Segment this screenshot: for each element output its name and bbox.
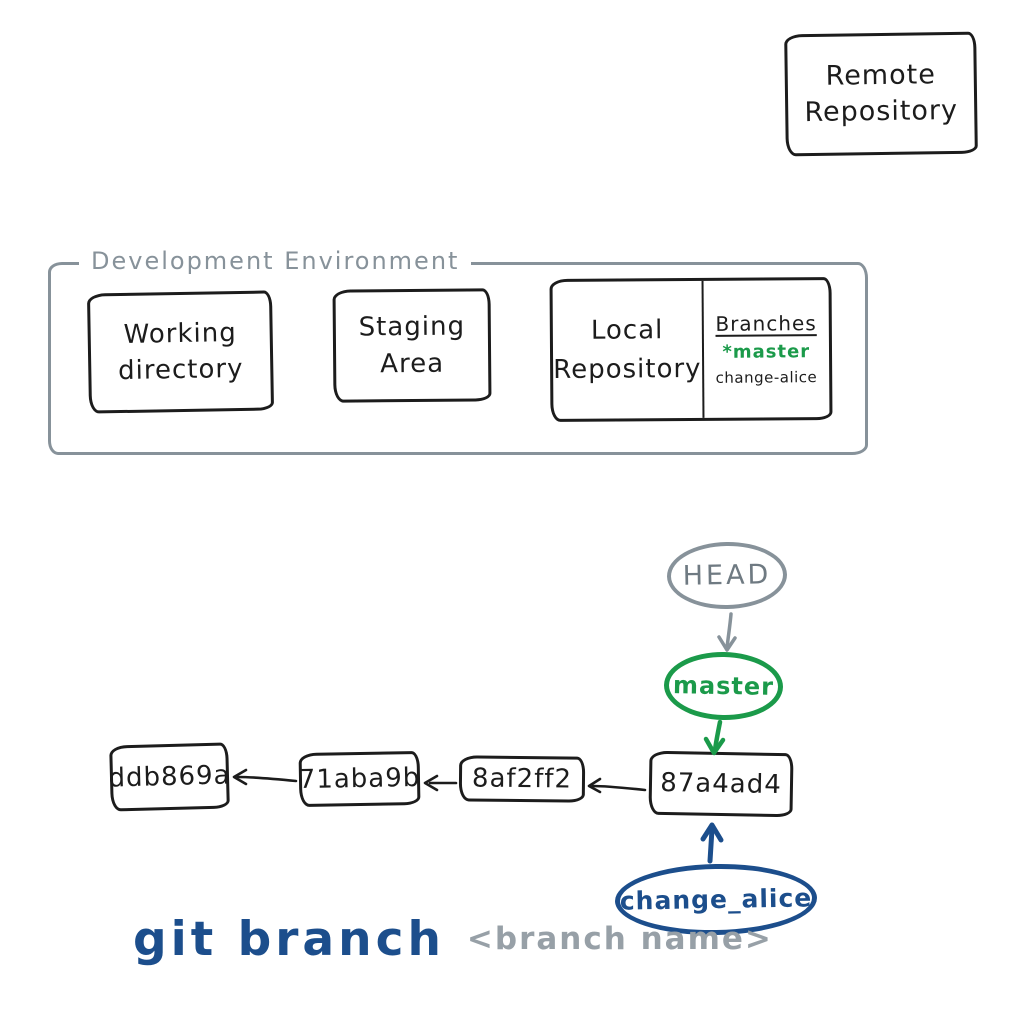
development-environment-label: Development Environment [79,247,472,275]
local-repository-label: Local Repository [553,314,702,385]
working-directory-label: Working directory [117,317,244,387]
head-ref-oval: HEAD [666,540,788,611]
master-branch-label: master [672,671,775,701]
branch-item-change-alice: change-alice [715,368,818,387]
arrow-87a4ad4-to-8af2ff2 [587,777,647,794]
branches-list: Branches *master change-alice [703,280,829,418]
commit-hash: 87a4ad4 [659,767,783,801]
local-repository-box: Local Repository Branches *master change… [549,277,833,422]
staging-area-label: Staging Area [358,311,466,379]
branch-item-master: *master [722,341,811,363]
arrow-head-to-master [717,612,737,652]
commit-hash: 8af2ff2 [471,763,573,795]
branches-title: Branches [715,311,817,336]
commit-box-ddb869a: ddb869a [108,742,231,812]
command-caption: git branch <branch name> [133,912,773,967]
staging-area-box: Staging Area [332,288,492,403]
command-argument: <branch name> [466,921,773,957]
change-alice-branch-label: change_alice [619,883,813,916]
arrow-master-to-commit [703,719,726,756]
commit-box-8af2ff2: 8af2ff2 [458,755,586,803]
local-repository-cell: Local Repository [552,280,704,419]
development-environment-container: Development Environment [48,247,868,455]
arrow-change-alice-to-commit [700,822,724,864]
arrow-commit-71aba9b-to-ddb869a [232,768,298,786]
command-text: git branch [133,912,445,967]
head-ref-label: HEAD [682,559,772,592]
remote-repository-label: Remote Repository [804,58,959,129]
commit-hash: ddb869a [108,760,231,794]
commit-box-87a4ad4: 87a4ad4 [648,750,794,818]
commit-box-71aba9b: 71aba9b [298,750,421,808]
remote-repository-box: Remote Repository [784,31,978,157]
commit-hash: 71aba9b [298,762,421,796]
arrow-8af2ff2-to-71aba9b [423,774,458,792]
working-directory-box: Working directory [86,290,275,414]
master-branch-oval: master [663,650,784,722]
